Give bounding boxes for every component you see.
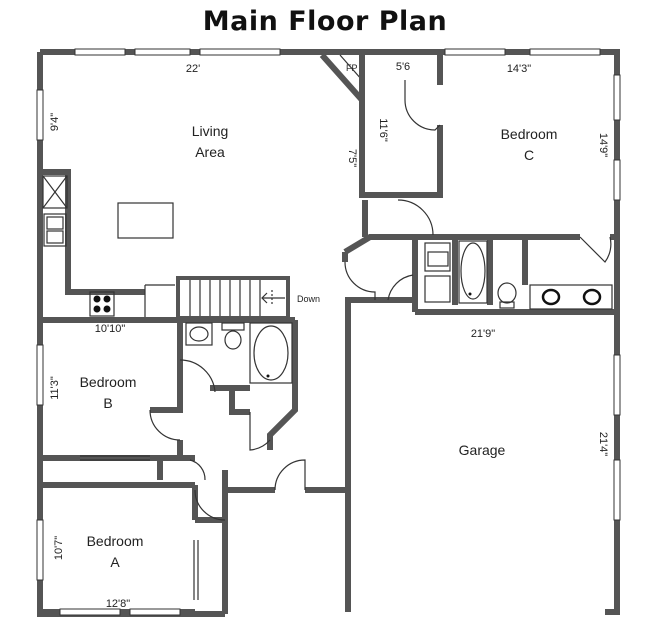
- bedroom-a-depth-dim: 10'7": [53, 536, 65, 560]
- bedroom-b-label-line1: Bedroom: [80, 374, 137, 390]
- bedroom-b-width-dim: 10'10": [95, 323, 126, 335]
- stair-treads: [189, 280, 261, 316]
- bedroom-a-label-line2: A: [110, 554, 120, 570]
- interior-walls: [40, 53, 617, 523]
- fixtures: [42, 175, 613, 384]
- living-area-label-line2: Area: [195, 144, 225, 160]
- closet-depth-b-dim: 7'5": [346, 149, 358, 167]
- bedroom-c-depth-dim: 14'9": [597, 133, 609, 157]
- garage-label: Garage: [459, 442, 506, 458]
- bedroom-c-label-line1: Bedroom: [501, 126, 558, 142]
- bedroom-a-width-dim: 12'8": [106, 598, 130, 610]
- bedroom-b-depth-dim: 11'3": [49, 376, 61, 400]
- room-labels: Living Area Bedroom C Bedroom B Bedroom …: [80, 123, 558, 570]
- living-depth-dim: 9'4": [49, 113, 61, 131]
- doors: [80, 80, 612, 600]
- closet-depth-a-dim: 11'6": [377, 118, 389, 142]
- closet-width-dim: 5'6: [396, 61, 410, 73]
- kitchen-island: [117, 202, 174, 239]
- bedroom-b-label-line2: B: [103, 395, 112, 411]
- bedroom-a-label-line1: Bedroom: [87, 533, 144, 549]
- dimension-labels: 22' 9'4" 5'6 11'6" 7'5" 14'3" 14'9" 10'1…: [49, 61, 609, 610]
- living-area-label-line1: Living: [192, 123, 229, 139]
- plan-title: Main Floor Plan: [202, 6, 448, 37]
- windows: [36, 48, 621, 616]
- garage-width-dim: 21'9": [471, 328, 495, 340]
- living-width-dim: 22': [186, 63, 200, 75]
- stairs-down-label: Down: [297, 294, 320, 304]
- bedroom-c-width-dim: 14'3": [507, 63, 531, 75]
- fireplace-label: FP: [346, 63, 358, 73]
- bedroom-c-label-line2: C: [524, 147, 534, 163]
- garage-depth-dim: 21'4": [597, 432, 609, 456]
